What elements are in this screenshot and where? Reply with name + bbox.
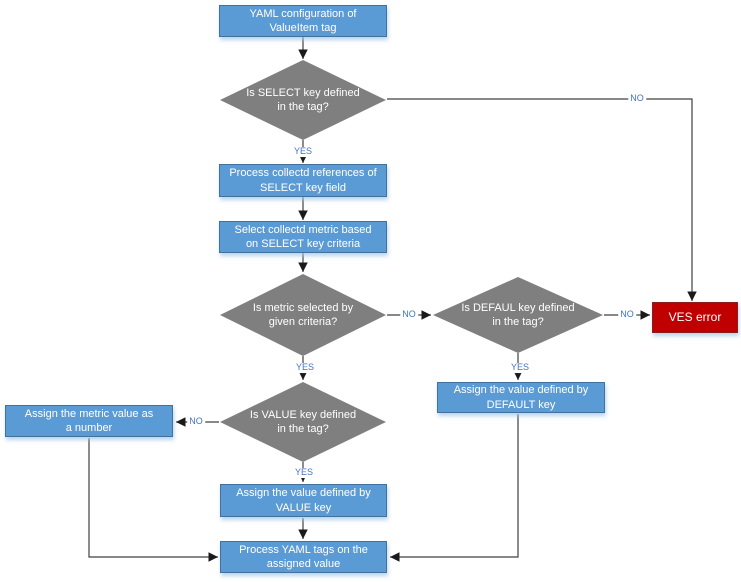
connector-assign-default-to-process-tags: [390, 414, 519, 562]
edge-label-yes-is-default: YES: [508, 362, 532, 373]
edge-label-yes-is-select: YES: [291, 146, 315, 157]
node-ves-error-label: VES error: [668, 309, 722, 324]
edge-label-no-is-default: NO: [618, 309, 636, 320]
node-is-default: Is DEFAUL key defined in the tag?: [433, 277, 603, 353]
node-is-metric-label: Is metric selected by given criteria?: [252, 301, 354, 328]
node-ves-error: VES error: [652, 302, 738, 333]
edge-label-yes-is-value: YES: [292, 467, 316, 478]
node-is-metric: Is metric selected by given criteria?: [220, 274, 386, 356]
node-is-select: Is SELECT key defined in the tag?: [220, 60, 386, 140]
node-assign-value-label: Assign the value defined by VALUE key: [236, 487, 371, 514]
node-start-label: YAML configuration of ValueItem tag: [249, 7, 357, 34]
edge-label-no-is-select: NO: [628, 93, 646, 104]
node-assign-metric-label: Assign the metric value as a number: [24, 407, 154, 434]
node-assign-default-label: Assign the value defined by DEFAULT key: [453, 384, 589, 411]
node-is-value: Is VALUE key defined in the tag?: [220, 382, 386, 462]
connector-is-select-no-to-ves-error: [387, 98, 697, 301]
connector-assign-metric-to-process-tags: [88, 438, 218, 562]
node-is-value-label: Is VALUE key defined in the tag?: [249, 408, 357, 435]
edge-label-yes-is-metric: YES: [293, 362, 317, 373]
node-process-refs: Process collectd references of SELECT ke…: [219, 164, 387, 197]
node-is-select-label: Is SELECT key defined in the tag?: [246, 86, 360, 113]
node-process-tags-label: Process YAML tags on the assigned value: [239, 543, 368, 570]
node-assign-metric: Assign the metric value as a number: [5, 405, 173, 437]
node-assign-value: Assign the value defined by VALUE key: [220, 484, 387, 517]
node-is-default-label: Is DEFAUL key defined in the tag?: [461, 301, 575, 328]
node-select-metric: Select collectd metric based on SELECT k…: [219, 221, 387, 253]
node-process-refs-label: Process collectd references of SELECT ke…: [229, 167, 377, 194]
node-assign-default: Assign the value defined by DEFAULT key: [437, 382, 605, 413]
node-select-metric-label: Select collectd metric based on SELECT k…: [234, 223, 372, 250]
edge-label-no-is-value: NO: [187, 416, 205, 427]
node-start: YAML configuration of ValueItem tag: [219, 5, 387, 37]
edge-label-no-is-metric: NO: [400, 309, 418, 320]
node-process-tags: Process YAML tags on the assigned value: [220, 541, 387, 573]
